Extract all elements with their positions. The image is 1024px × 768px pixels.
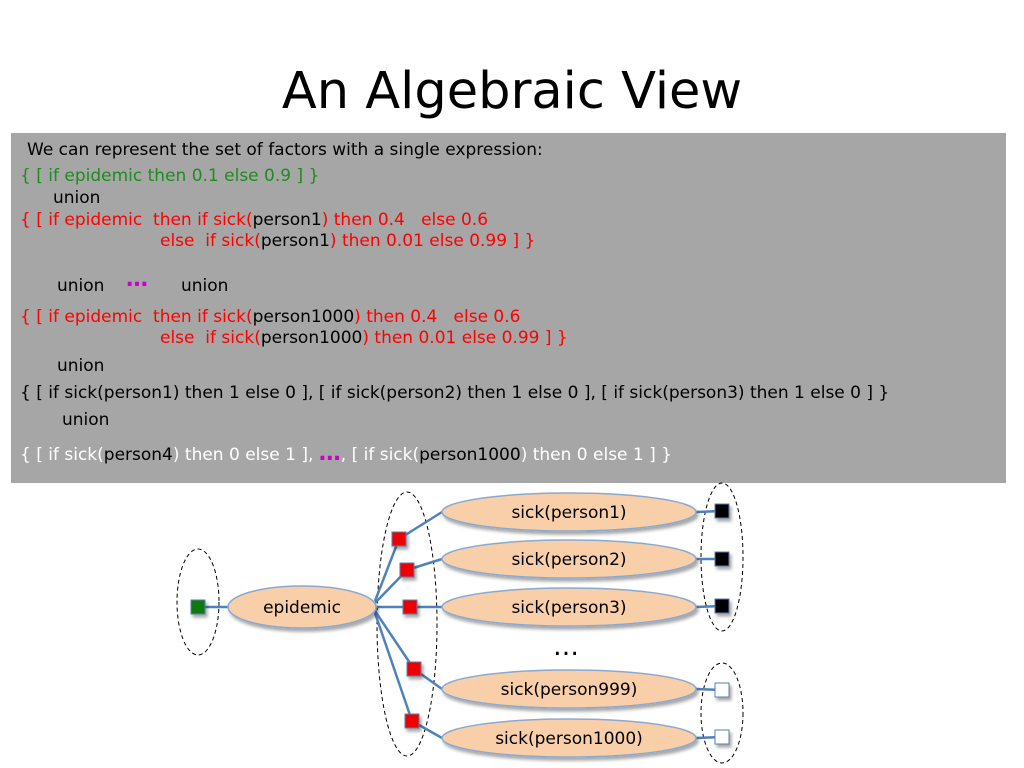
prior-factor-expression: { [ if epidemic then 0.1 else 0.9 ] } xyxy=(20,166,320,186)
edge xyxy=(373,610,416,670)
sick-node-label: sick(person999) xyxy=(501,680,638,700)
expression-intro: We can represent the set of factors with… xyxy=(27,140,543,160)
expr-part: ) then 0.01 else 0.99 ] } xyxy=(329,231,536,251)
union-keyword: union xyxy=(57,356,105,376)
ellipsis: … xyxy=(318,441,341,466)
evidence-true-factor xyxy=(714,598,730,614)
expr-part: person4 xyxy=(103,445,173,465)
sick-node xyxy=(441,539,697,579)
expr-part: ) then 0 else 1 ], xyxy=(172,445,314,465)
edge xyxy=(373,612,414,722)
expr-part: ) then 0 else 1 ] } xyxy=(520,445,672,465)
sick-node-label: sick(person2) xyxy=(511,550,626,570)
ellipsis: … xyxy=(126,267,148,292)
evidence-false-group xyxy=(700,662,744,764)
expr-part: { [ if epidemic then if sick( xyxy=(20,307,253,327)
expr-part: ) then 0.01 else 0.99 ] } xyxy=(362,328,568,348)
conditional-factor xyxy=(406,661,422,677)
expression-panel xyxy=(11,133,1006,483)
expr-part: ) then 0.4 else 0.6 xyxy=(354,307,521,327)
expr-part: , [ if sick( xyxy=(340,445,420,465)
expr-part: { [ if epidemic then if sick( xyxy=(20,210,253,230)
sick-node xyxy=(441,718,697,758)
edge xyxy=(373,538,401,602)
union-keyword: union xyxy=(181,276,229,296)
nodes-ellipsis: … xyxy=(553,632,579,662)
expr-part: { [ if sick( xyxy=(20,445,104,465)
sick-node xyxy=(441,492,697,532)
prior-factor-group xyxy=(176,548,220,656)
evidence-false-expression: { [ if sick(person4) then 0 else 1 ], …,… xyxy=(20,441,672,466)
conditional-factor-group xyxy=(376,491,438,757)
expr-part: person1000 xyxy=(260,328,363,348)
conditional-factor xyxy=(399,562,415,578)
evidence-false-factor xyxy=(714,682,730,698)
expr-part: person1 xyxy=(260,231,330,251)
expr-part: ) then 0.4 else 0.6 xyxy=(321,210,489,230)
union-keyword: union xyxy=(57,276,105,296)
evidence-true-factor xyxy=(714,551,730,567)
sick-node xyxy=(441,587,697,627)
expr-part: person1000 xyxy=(252,307,355,327)
conditional-factor xyxy=(391,531,407,547)
slide-title: An Algebraic View xyxy=(281,62,743,121)
sick-node-label: sick(person3) xyxy=(511,598,626,618)
conditional-factor xyxy=(402,599,418,615)
conditional-factor xyxy=(404,713,420,729)
expr-part: person1000 xyxy=(419,445,521,465)
conditional-factor-person1000-line2: else if sick(person1000) then 0.01 else … xyxy=(160,328,568,348)
conditional-factor-person1-line1: { [ if epidemic then if sick(person1) th… xyxy=(20,210,488,230)
epidemic-node-label: epidemic xyxy=(263,598,341,618)
sick-node xyxy=(441,669,697,709)
prior-factor xyxy=(190,599,206,615)
conditional-factor-person1000-line1: { [ if epidemic then if sick(person1000)… xyxy=(20,307,520,327)
evidence-false-factor xyxy=(714,729,730,745)
evidence-true-expression: { [ if sick(person1) then 1 else 0 ], [ … xyxy=(20,383,890,403)
union-keyword: union xyxy=(62,410,110,430)
sick-node-label: sick(person1) xyxy=(511,503,626,523)
evidence-true-factor xyxy=(714,503,730,519)
expr-part: person1 xyxy=(252,210,322,230)
expr-part: else if sick( xyxy=(160,231,261,251)
conditional-factor-person1-line2: else if sick(person1) then 0.01 else 0.9… xyxy=(160,231,535,251)
epidemic-node xyxy=(227,585,377,629)
evidence-true-group xyxy=(700,482,744,632)
union-keyword: union xyxy=(53,188,101,208)
expr-part: else if sick( xyxy=(160,328,261,348)
sick-node-label: sick(person1000) xyxy=(495,729,643,749)
